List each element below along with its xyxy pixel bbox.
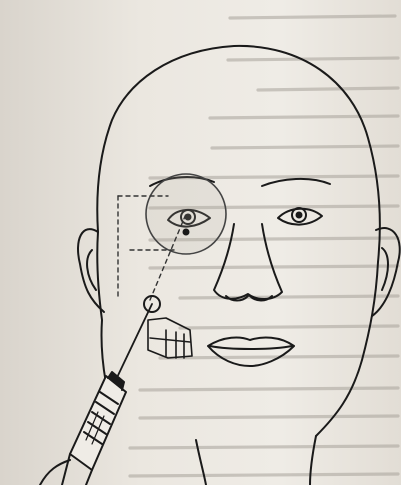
head-outline xyxy=(97,46,380,436)
orbit-target-circle xyxy=(146,174,226,254)
right-eyebrow xyxy=(262,179,330,186)
syringe xyxy=(62,372,126,485)
mouth xyxy=(208,338,294,366)
teeth-sketch xyxy=(148,318,192,358)
neck xyxy=(196,440,206,485)
right-ear xyxy=(372,228,400,316)
needle xyxy=(112,304,152,388)
nose xyxy=(214,224,282,299)
